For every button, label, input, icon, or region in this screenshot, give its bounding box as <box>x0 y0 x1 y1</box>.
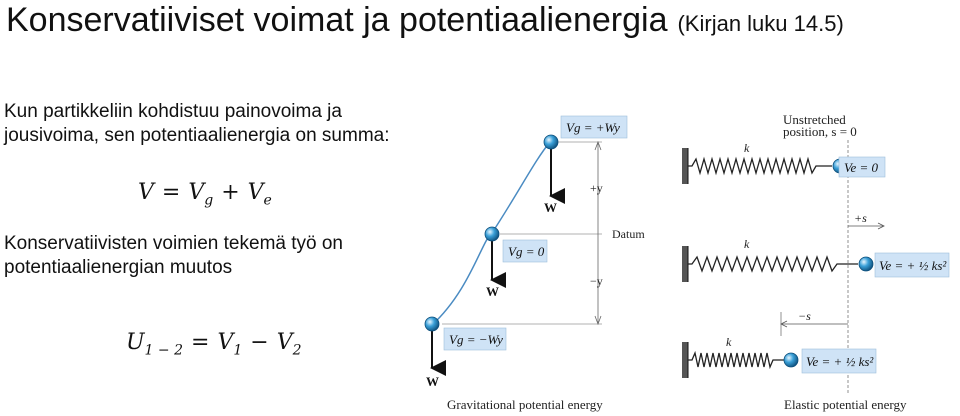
weight-label-bottom: W <box>426 374 439 389</box>
spring-ball-middle <box>858 256 874 272</box>
equation-total-potential: V=Vg+Ve <box>138 180 272 209</box>
intro-paragraph: Kun partikkeliin kohdistuu painovoima ja… <box>4 101 390 146</box>
title-main: Konservatiiviset voimat ja potentiaalien… <box>6 1 668 39</box>
ve-mid-label: Ve = + ½ ks² <box>879 258 947 273</box>
spring-middle <box>688 255 858 273</box>
weight-label-middle: W <box>486 284 499 299</box>
k-label-bottom: k <box>726 335 732 349</box>
gravity-caption: Gravitational potential energy <box>447 397 603 412</box>
ve-box-bottom <box>801 348 877 374</box>
spring-top <box>688 156 832 176</box>
ball-top <box>543 134 559 150</box>
slide-title: Konservatiiviset voimat ja potentiaalien… <box>6 0 844 44</box>
equation-work: U1 − 2=V1−V2 <box>126 330 302 359</box>
spring-caption: Elastic potential energy <box>784 397 907 412</box>
vg-box-top <box>560 115 628 139</box>
ball-bottom <box>424 316 440 332</box>
spring-bottom <box>688 350 784 370</box>
spring-diagram: Unstretched position, s = 0 k Ve = 0 k +… <box>682 112 950 412</box>
ve-bot-label: Ve = + ½ ks² <box>806 354 874 369</box>
vg-mid-label: Vg = 0 <box>508 244 545 259</box>
k-label-top: k <box>744 141 750 155</box>
vg-box-bottom <box>443 327 507 351</box>
vg-top-label: Vg = +Wy <box>566 120 620 135</box>
unstretched-label: Unstretched <box>783 112 846 127</box>
position-label: position, s = 0 <box>783 124 857 139</box>
ball-middle <box>484 226 500 242</box>
minus-s-label: −s <box>798 309 811 323</box>
weight-label-top: W <box>544 200 557 215</box>
k-label-middle: k <box>744 237 750 251</box>
vg-bot-label: Vg = −Wy <box>449 332 503 347</box>
ve-box-middle <box>874 252 950 278</box>
title-note: (Kirjan luku 14.5) <box>677 11 844 36</box>
plus-y-label: +y <box>590 181 603 195</box>
spring-ball-bottom <box>783 352 799 368</box>
work-paragraph: Konservatiivisten voimien tekemä työ on … <box>4 233 343 278</box>
ve-top-label: Ve = 0 <box>844 160 879 175</box>
gravity-diagram: +y −y Datum W Vg = +Wy W Vg = 0 W Vg = −… <box>424 115 645 412</box>
plus-s-label: +s <box>854 211 867 225</box>
vg-box-middle <box>502 239 548 263</box>
datum-label: Datum <box>612 227 645 241</box>
minus-y-label: −y <box>590 274 603 288</box>
ve-box-top <box>838 156 886 178</box>
